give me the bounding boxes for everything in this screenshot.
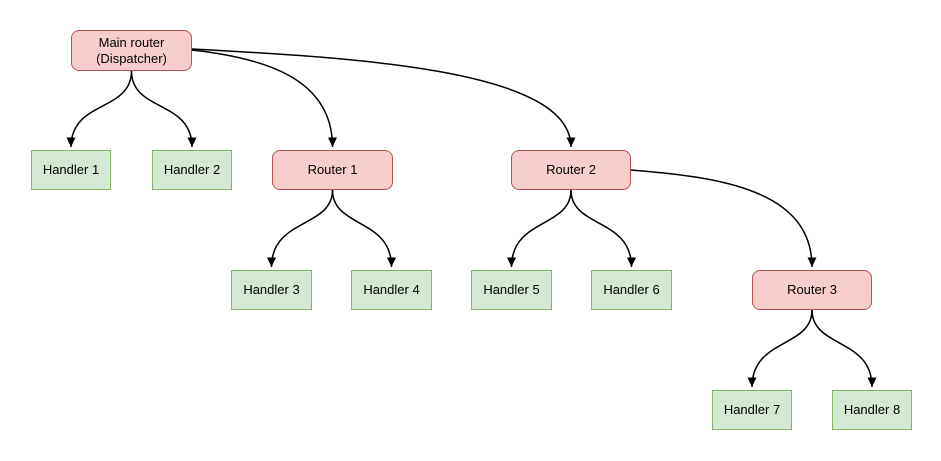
node-handler-4: Handler 4 <box>351 270 432 310</box>
edge-router-3-to-handler-7 <box>747 309 813 388</box>
node-handler-1: Handler 1 <box>31 150 111 190</box>
node-router-1: Router 1 <box>272 150 393 190</box>
edge-router-2-to-router-3 <box>630 169 817 268</box>
edge-main-router-to-handler-2 <box>130 70 197 148</box>
edge-router-3-to-handler-8 <box>811 309 877 388</box>
node-router-3: Router 3 <box>752 270 872 310</box>
node-handler-6: Handler 6 <box>591 270 672 310</box>
edge-main-router-to-router-1 <box>191 49 337 148</box>
node-handler-8: Handler 8 <box>832 390 912 430</box>
edge-router-1-to-handler-4 <box>331 189 396 268</box>
node-handler-2: Handler 2 <box>152 150 232 190</box>
node-main-router-label: Main router (Dispatcher) <box>96 34 167 66</box>
node-handler-5: Handler 5 <box>471 270 552 310</box>
node-handler-7: Handler 7 <box>712 390 792 430</box>
node-main-router: Main router (Dispatcher) <box>71 30 192 71</box>
edge-main-router-to-handler-1 <box>66 70 133 148</box>
edge-router-2-to-handler-5 <box>507 189 572 268</box>
edge-router-1-to-handler-3 <box>267 189 334 268</box>
edge-main-router-to-router-2 <box>191 48 576 148</box>
node-handler-3: Handler 3 <box>231 270 312 310</box>
edge-router-2-to-handler-6 <box>570 189 636 268</box>
node-router-2: Router 2 <box>511 150 631 190</box>
